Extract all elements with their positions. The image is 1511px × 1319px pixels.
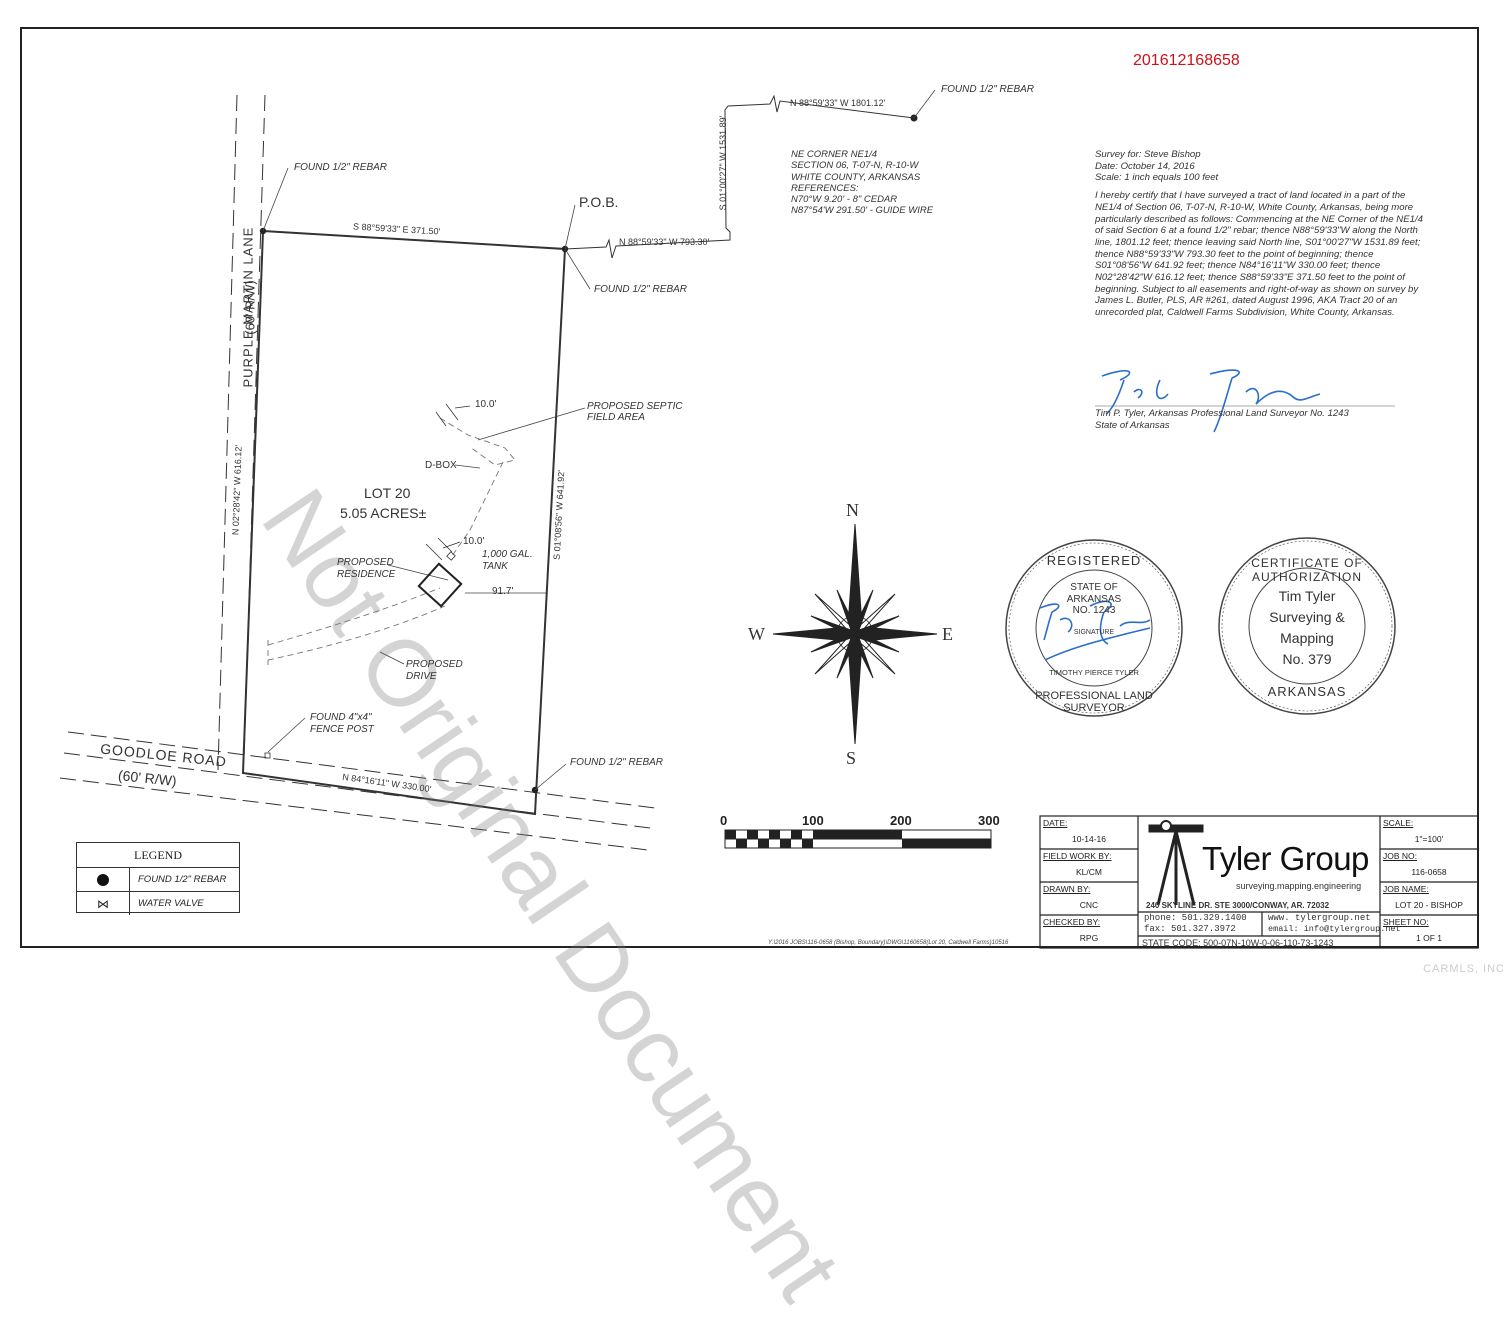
bearing-tie-pob: N 88°59'33" W 793.30' bbox=[619, 237, 710, 247]
document-number: 201612168658 bbox=[1133, 52, 1240, 69]
lot-number: LOT 20 bbox=[364, 485, 411, 501]
fence-label-1: FOUND 4"x4" bbox=[310, 712, 372, 723]
survey-plan bbox=[59, 89, 1479, 949]
found-rebar-corner: FOUND 1/2" REBAR bbox=[941, 84, 1035, 95]
scale-200: 200 bbox=[890, 813, 912, 828]
compass-s: S bbox=[846, 748, 857, 768]
found-rebar-ne: FOUND 1/2" REBAR bbox=[594, 284, 688, 295]
rebar-dot-icon bbox=[97, 873, 109, 886]
tripod-logo-icon bbox=[1148, 820, 1204, 906]
pob-label: P.O.B. bbox=[579, 194, 619, 210]
compass-e: E bbox=[942, 624, 953, 644]
water-valve-icon: ⋈ bbox=[97, 896, 109, 911]
seal2-top: CERTIFICATE OF AUTHORIZATION bbox=[1251, 556, 1363, 584]
compass-n: N bbox=[846, 500, 859, 520]
tb-job: JOB NO:116-0658 bbox=[1383, 851, 1447, 877]
tank-label-2: TANK bbox=[482, 561, 508, 572]
dim-10-septic: 10.0' bbox=[475, 399, 497, 410]
bearing-tie-top: N 88°59'33" W 1801.12' bbox=[790, 98, 886, 108]
file-path: Y:\2016 JOBS\116-0658 (Bishop, Boundary)… bbox=[768, 940, 1009, 946]
lot-boundary bbox=[241, 229, 567, 816]
surveyor-state: State of Arkansas bbox=[1095, 420, 1170, 431]
seal1-top: REGISTERED bbox=[1046, 553, 1142, 568]
fence-label-2: FENCE POST bbox=[310, 724, 374, 735]
legend-item: FOUND 1/2" REBAR bbox=[77, 868, 239, 892]
company-fax: fax: 501.327.3972 bbox=[1144, 924, 1236, 934]
septic-label-1: PROPOSED SEPTIC bbox=[587, 401, 683, 412]
septic-label-2: FIELD AREA bbox=[587, 412, 645, 423]
tb-jobname: JOB NAME:LOT 20 - BISHOP bbox=[1383, 884, 1463, 910]
legend-item: ⋈ WATER VALVE bbox=[77, 892, 239, 915]
compass-w: W bbox=[748, 624, 765, 644]
legend-title: LEGEND bbox=[77, 843, 239, 868]
tb-sheet: SHEET NO:1 OF 1 bbox=[1383, 917, 1442, 943]
residence-label-1: PROPOSED bbox=[337, 557, 394, 568]
company-tagline: surveying.mapping.engineering bbox=[1236, 881, 1362, 891]
company-email: email: info@tylergroup.net bbox=[1268, 924, 1401, 934]
tb-checked: CHECKED BY:RPG bbox=[1043, 917, 1101, 943]
dbox-label: D-BOX bbox=[425, 460, 457, 471]
dim-10-tank: 10.0' bbox=[463, 536, 485, 547]
drive-label-2: DRIVE bbox=[406, 671, 437, 682]
surveyor-name: Tim P. Tyler, Arkansas Professional Land… bbox=[1095, 408, 1349, 419]
bearing-tie-vertical: S 01°00'27" W 1531.89' bbox=[718, 115, 728, 211]
found-rebar-nw: FOUND 1/2" REBAR bbox=[294, 162, 388, 173]
company-web: www. tylergroup.net bbox=[1268, 913, 1371, 923]
tb-field: FIELD WORK BY:KL/CM bbox=[1043, 851, 1112, 877]
proposed-residence bbox=[417, 562, 463, 608]
tb-date: DATE:10-14-16 bbox=[1043, 818, 1107, 844]
state-code: STATE CODE: 500-07N-10W-0-06-110-73-1243 bbox=[1142, 938, 1334, 948]
legend: LEGEND FOUND 1/2" REBAR ⋈ WATER VALVE bbox=[76, 842, 240, 915]
company-phone: phone: 501.329.1400 bbox=[1144, 913, 1247, 923]
lot-acres: 5.05 ACRES± bbox=[340, 505, 427, 521]
scale-bar bbox=[724, 829, 992, 849]
scale-100: 100 bbox=[802, 813, 824, 828]
tb-drawn: DRAWN BY:CNC bbox=[1043, 884, 1099, 910]
company-address: 240 SKYLINE DR. STE 3000/CONWAY, AR. 720… bbox=[1146, 901, 1330, 910]
road-rw-purple-martin: (60' R/W) bbox=[242, 280, 258, 335]
company-name: Tyler Group bbox=[1202, 840, 1369, 877]
found-rebar-se: FOUND 1/2" REBAR bbox=[570, 757, 664, 768]
seal1-name: TIMOTHY PIERCE TYLER bbox=[1049, 668, 1139, 677]
tank-label-1: 1,000 GAL. bbox=[482, 549, 533, 560]
seal1-bottom: PROFESSIONAL LAND SURVEYOR bbox=[1035, 690, 1153, 714]
residence-label-2: RESIDENCE bbox=[337, 569, 396, 580]
drive-label-1: PROPOSED bbox=[406, 659, 463, 670]
compass-rose-icon bbox=[772, 523, 938, 745]
drawing-frame bbox=[20, 27, 1479, 948]
tb-scale: SCALE:1"=100' bbox=[1383, 818, 1444, 844]
scale-0: 0 bbox=[720, 813, 728, 828]
corner-mark: CARMLS, INC bbox=[1423, 963, 1505, 975]
scale-300: 300 bbox=[978, 813, 1000, 828]
seal2-bottom: ARKANSAS bbox=[1267, 684, 1347, 699]
dim-91-7: 91.7' bbox=[492, 586, 514, 597]
